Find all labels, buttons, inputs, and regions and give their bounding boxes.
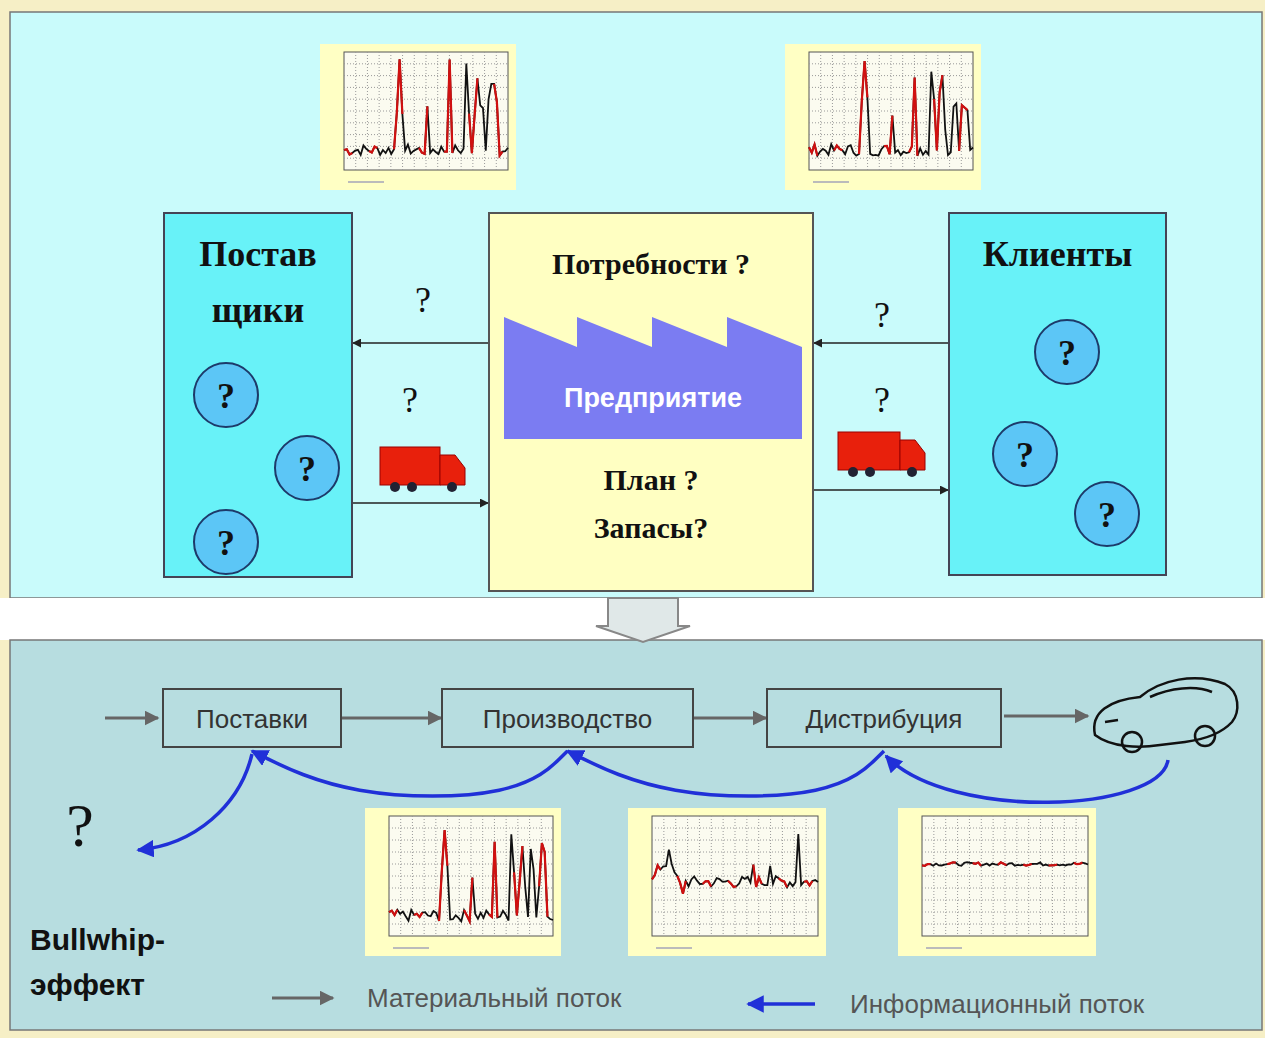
question-mark: ?: [66, 790, 94, 861]
edge-label: ?: [415, 279, 431, 321]
process-box: Дистрибуция: [766, 688, 1002, 748]
information-flow-arrow: [568, 751, 885, 796]
process-box: Поставки: [162, 688, 342, 748]
edge-label: ?: [402, 379, 418, 421]
node-text: Потребности ?: [501, 244, 801, 284]
legend-line-sample: [272, 997, 333, 1000]
suppliers-box: Постав щики???: [163, 212, 353, 578]
node-text: ?: [1037, 331, 1097, 375]
question-circle: ?: [193, 362, 259, 428]
flow-arrow: [814, 342, 948, 344]
bottom-panel: [10, 640, 1262, 1030]
flow-arrow: [342, 717, 441, 720]
truck-icon: [380, 447, 465, 492]
truck-icon: [838, 432, 925, 477]
node-text: ?: [196, 374, 256, 418]
node-text: Предприятие: [513, 381, 793, 415]
car-sketch: [1094, 678, 1237, 752]
factory-outline: [504, 317, 802, 439]
info-arrow: [886, 756, 1168, 802]
node-text: Производство: [446, 702, 689, 736]
down-arrow: [596, 598, 690, 642]
question-circle: ?: [1034, 319, 1100, 385]
node-text: План ? Запасы?: [561, 456, 741, 552]
question-circle: ?: [193, 509, 259, 575]
factory-shape: Предприятие: [504, 317, 802, 439]
edge-label: ?: [874, 379, 890, 421]
edge-label: ?: [874, 294, 890, 336]
legend-text: Материальный поток: [367, 983, 621, 1014]
node-text: Поставки: [167, 702, 337, 736]
information-flow-arrow: [252, 751, 568, 796]
node-text: Дистрибуция: [771, 702, 997, 736]
node-text: ?: [277, 447, 337, 491]
line-chart: [320, 44, 516, 190]
legend-line-sample: [748, 1002, 815, 1006]
line-chart: [785, 44, 981, 190]
node-text: ?: [995, 433, 1055, 477]
top-panel: [10, 12, 1262, 598]
flow-arrow: [694, 717, 766, 720]
flow-arrow: [353, 342, 488, 344]
line-chart: [898, 808, 1096, 956]
process-box: Производство: [441, 688, 694, 748]
question-circle: ?: [1074, 481, 1140, 547]
flow-arrow: [353, 502, 488, 504]
enterprise-box: Потребности ? План ? Запасы? Предприятие: [488, 212, 814, 592]
info-arrow: [138, 754, 252, 850]
clients-box: Клиенты???: [948, 212, 1167, 576]
effect-label: Bullwhip- эффект: [30, 917, 230, 1007]
line-chart: [628, 808, 826, 956]
node-text: ?: [196, 521, 256, 565]
material-arrow: [105, 717, 158, 720]
legend-text: Информационный поток: [850, 989, 1144, 1020]
question-circle: ?: [274, 435, 340, 501]
node-text: Постав щики: [183, 226, 333, 338]
question-circle: ?: [992, 421, 1058, 487]
flow-arrow: [814, 489, 948, 491]
material-arrow: [1004, 715, 1088, 718]
node-text: Клиенты: [958, 232, 1158, 276]
node-text: ?: [1077, 493, 1137, 537]
line-chart: [365, 808, 561, 956]
